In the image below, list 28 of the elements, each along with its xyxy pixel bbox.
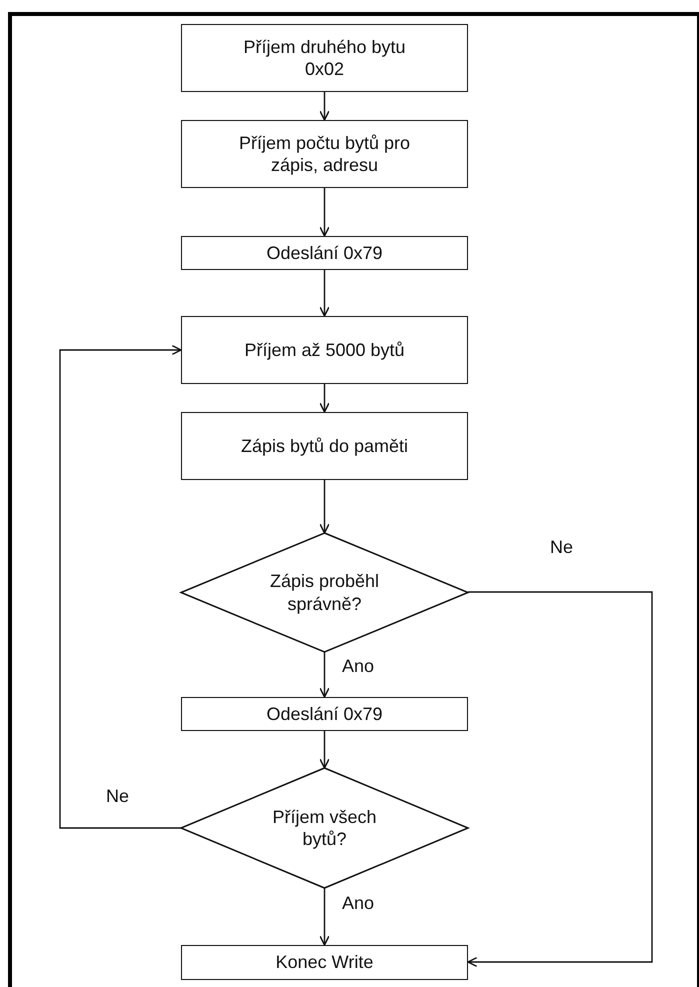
arrow [319, 480, 330, 534]
process-box [181, 236, 468, 270]
node-text: Zápis proběhl správně? [268, 570, 380, 615]
node-text: Příjem počtu bytů pro zápis, adresu [238, 132, 412, 176]
arrow [59, 344, 182, 829]
node-text: Odeslání 0x79 [265, 702, 384, 726]
node-text: Příjem až 5000 bytů [243, 338, 406, 362]
node-text: Zápis bytů do paměti [240, 434, 410, 458]
arrow [319, 888, 330, 946]
process-box [181, 24, 468, 92]
process-box [181, 412, 468, 480]
arrow [319, 92, 330, 121]
decision-diamond [181, 768, 468, 888]
node-text: Příjem druhého bytu 0x02 [242, 36, 407, 80]
process-box [181, 945, 468, 980]
process-box [181, 697, 468, 731]
node-text: Příjem všech bytů? [271, 806, 378, 850]
arrow [467, 591, 653, 968]
process-box [181, 316, 468, 384]
process-box [181, 120, 468, 188]
arrow [319, 652, 330, 698]
decision-diamond [181, 533, 468, 652]
arrow [319, 270, 330, 317]
arrow [319, 188, 330, 237]
arrow [319, 731, 330, 769]
arrow [319, 384, 330, 413]
node-text: Konec Write [274, 951, 374, 974]
node-text: Odeslání 0x79 [265, 242, 384, 264]
